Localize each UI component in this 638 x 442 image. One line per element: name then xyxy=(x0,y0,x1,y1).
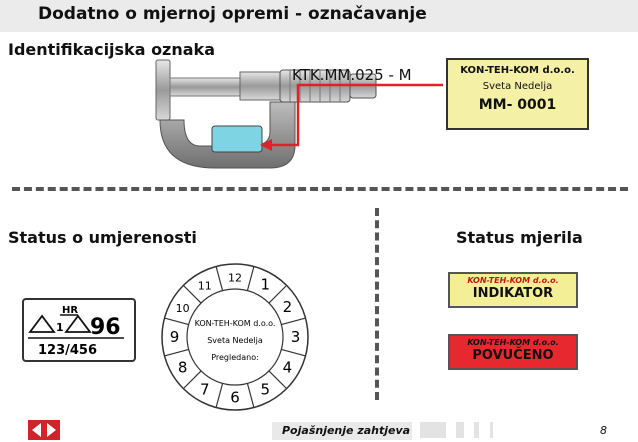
anvil xyxy=(155,59,171,121)
dial-divider xyxy=(215,266,224,291)
dial-checked-label: Pregledano: xyxy=(211,353,259,362)
dial-divider xyxy=(215,383,224,408)
title-bar xyxy=(0,0,638,32)
triangle-icon xyxy=(28,314,56,333)
dial-divider xyxy=(268,370,288,390)
povuceno-text: POVUČENO xyxy=(472,348,554,363)
company-logo-icon xyxy=(28,420,60,440)
section-heading-measurement-status: Status mjerila xyxy=(456,228,583,247)
dial-divider xyxy=(281,317,306,326)
dial-number: 12 xyxy=(228,272,242,285)
dial-divider xyxy=(164,348,189,357)
indikator-company: KON-TEH-KOM d.o.o. xyxy=(467,276,559,285)
footer-bar xyxy=(272,422,412,440)
hr-country: HR xyxy=(62,305,78,316)
vertical-separator xyxy=(375,208,379,400)
pointer-arrow xyxy=(260,83,443,151)
dial-number: 11 xyxy=(198,280,212,293)
indikator-text: INDIKATOR xyxy=(472,286,554,301)
dial-divider xyxy=(281,348,306,357)
hr-serial: 123/456 xyxy=(38,343,97,358)
footer-text: Pojašnjenje zahtjeva xyxy=(282,424,411,437)
indikator-label: KON-TEH-KOM d.o.o. INDIKATOR xyxy=(448,272,578,308)
dial-company: KON-TEH-KOM d.o.o. xyxy=(195,319,276,328)
section-heading-calibration: Status o umjerenosti xyxy=(8,228,197,247)
label-company: KON-TEH-KOM d.o.o. xyxy=(460,65,575,76)
dial-number: 5 xyxy=(260,380,270,398)
micrometer-image xyxy=(155,59,377,169)
dial-number: 2 xyxy=(283,298,293,316)
dial-number: 7 xyxy=(200,380,210,398)
tag-code: KTK.MM.025 - M xyxy=(292,66,412,84)
hr-conformity-mark: HR 1 96 123/456 xyxy=(22,298,136,362)
page-title: Dodatno o mjernoj opremi - označavanje xyxy=(38,4,427,24)
dial-number: 10 xyxy=(176,302,190,315)
horizontal-separator xyxy=(12,187,628,191)
label-code: MM- 0001 xyxy=(478,97,557,113)
dial-divider xyxy=(164,317,189,326)
section-heading-identification: Identifikacijska oznaka xyxy=(8,40,215,59)
dial-city: Sveta Nedelja xyxy=(207,336,263,345)
dial-divider xyxy=(268,284,288,304)
page-number: 8 xyxy=(600,424,607,437)
dial-divider xyxy=(182,370,202,390)
dial-divider xyxy=(182,284,202,304)
dial-divider xyxy=(246,383,255,408)
dial-number: 6 xyxy=(230,389,240,407)
povuceno-company: KON-TEH-KOM d.o.o. xyxy=(467,338,559,347)
dial-number: 3 xyxy=(291,328,301,346)
dial-number: 1 xyxy=(260,276,270,294)
label-city: Sveta Nedelja xyxy=(482,81,553,92)
footer-decoration xyxy=(420,422,493,438)
dial-number: 4 xyxy=(283,358,293,376)
display-window xyxy=(211,125,263,153)
povuceno-label: KON-TEH-KOM d.o.o. POVUČENO xyxy=(448,334,578,370)
dial-number: 8 xyxy=(178,358,188,376)
identification-label: KON-TEH-KOM d.o.o. Sveta Nedelja MM- 000… xyxy=(446,58,589,130)
dial-number: 9 xyxy=(170,328,180,346)
triangle-icon xyxy=(64,314,92,333)
hr-year: 96 xyxy=(90,315,121,340)
hr-number: 1 xyxy=(56,321,64,334)
dial-divider xyxy=(246,266,255,291)
